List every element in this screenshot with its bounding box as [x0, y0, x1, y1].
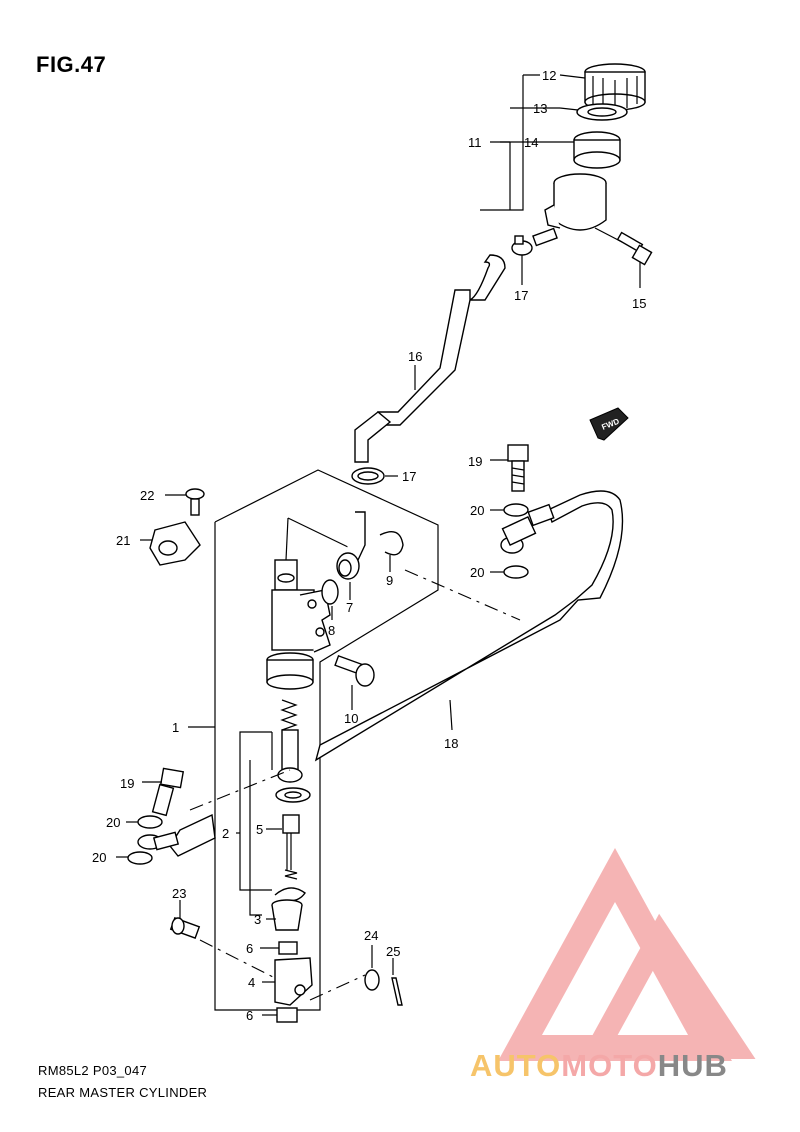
callout-19-lower: 19 — [120, 776, 134, 791]
piston-kit-bracket — [239, 731, 272, 891]
reservoir-bracket — [480, 75, 524, 211]
callout-25: 25 — [386, 944, 400, 959]
callout-8: 8 — [328, 623, 335, 638]
watermark-wordmark: AUTOMOTOHUB — [470, 1048, 728, 1084]
figure-title: FIG.47 — [36, 52, 107, 77]
return-spring — [280, 699, 298, 731]
callout-5: 5 — [256, 822, 263, 837]
cotter-pin — [391, 977, 403, 1006]
watermark-part-moto: MOTO — [561, 1048, 658, 1083]
hose-guide — [149, 521, 201, 566]
union-bolt — [334, 654, 375, 687]
washer-20a — [503, 503, 529, 517]
callout-12: 12 — [542, 68, 556, 83]
watermark-part-auto: AUTO — [470, 1048, 562, 1083]
clevis-pin — [169, 917, 201, 939]
callout-20b: 20 — [470, 565, 484, 580]
lower-circlip — [274, 887, 306, 902]
union-bolt-lower — [151, 767, 185, 817]
fwd-direction-badge: FWD — [589, 407, 629, 441]
callout-16: 16 — [408, 349, 422, 364]
callout-2: 2 — [222, 826, 229, 841]
callout-24: 24 — [364, 928, 378, 943]
callout-20a: 20 — [470, 503, 484, 518]
callout-10: 10 — [344, 711, 358, 726]
union-bolt-upper — [507, 444, 529, 492]
washer-20c — [137, 815, 163, 829]
callout-19-upper: 19 — [468, 454, 482, 469]
washer — [364, 969, 380, 991]
callout-7: 7 — [346, 600, 353, 615]
callout-13: 13 — [533, 101, 547, 116]
reservoir-cap — [584, 63, 646, 111]
callout-22: 22 — [140, 488, 154, 503]
callout-21: 21 — [116, 533, 130, 548]
callout-6-lower: 6 — [246, 1008, 253, 1023]
callout-14: 14 — [524, 135, 538, 150]
callout-23: 23 — [172, 886, 186, 901]
reservoir-body — [532, 173, 607, 247]
callout-6-upper: 6 — [246, 941, 253, 956]
rod-end — [274, 957, 313, 1006]
dust-boot — [271, 899, 303, 931]
guide-screw — [185, 488, 205, 516]
hose-fitting-upper — [500, 503, 555, 554]
reservoir-diaphragm — [573, 131, 621, 169]
callout-1: 1 — [172, 720, 179, 735]
callout-4: 4 — [248, 975, 255, 990]
reservoir-plate — [576, 103, 628, 121]
hose-fitting-lower — [137, 813, 216, 857]
hose-clamp-upper — [511, 235, 533, 256]
callout-18: 18 — [444, 736, 458, 751]
watermark-part-hub: HUB — [657, 1048, 728, 1083]
piston — [275, 729, 311, 880]
reservoir-bolt — [616, 231, 653, 266]
callout-9: 9 — [386, 573, 393, 588]
callout-17-upper: 17 — [514, 288, 528, 303]
hose-clamp-lower — [351, 467, 385, 485]
watermark-logo — [498, 847, 756, 1061]
hose-connector — [336, 511, 366, 580]
o-ring — [321, 579, 339, 605]
callout-20d: 20 — [92, 850, 106, 865]
washer-20b — [503, 565, 529, 579]
lock-nut-lower — [276, 1007, 298, 1023]
reservoir-hose — [469, 254, 506, 301]
washer-20d — [127, 851, 153, 865]
callout-17-lower: 17 — [402, 469, 416, 484]
callout-3: 3 — [254, 912, 261, 927]
callout-11: 11 — [468, 135, 482, 150]
lock-nut-upper — [278, 941, 298, 955]
callout-20c: 20 — [106, 815, 120, 830]
circlip — [379, 531, 404, 556]
section-name: REAR MASTER CYLINDER — [38, 1085, 208, 1100]
model-code: RM85L2 P03_047 — [38, 1063, 147, 1078]
callout-15: 15 — [632, 296, 646, 311]
assembly-outline — [214, 469, 439, 1011]
